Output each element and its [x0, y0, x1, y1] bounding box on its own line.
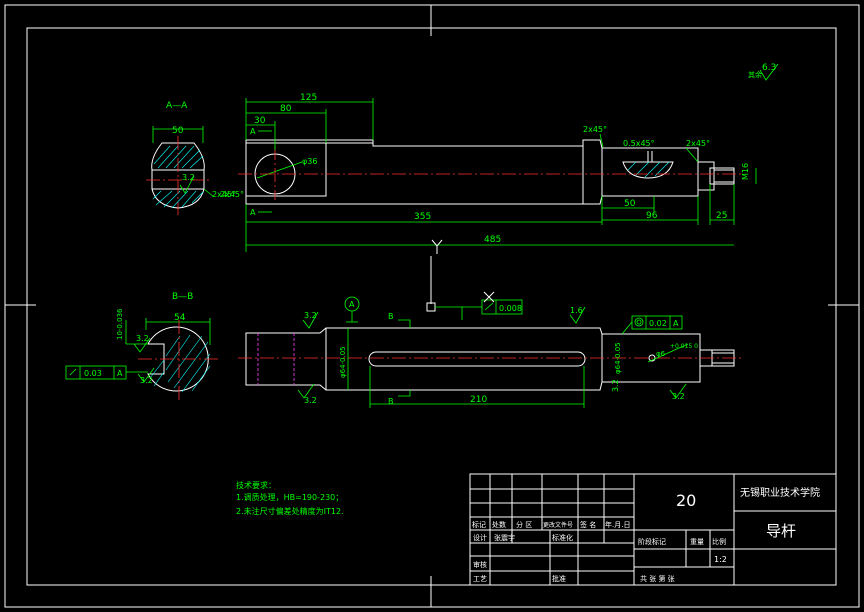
section-aa-roughness: 3.2	[182, 173, 195, 182]
svg-text:A: A	[349, 300, 355, 309]
svg-text:6.3: 6.3	[762, 63, 776, 73]
svg-text:25: 25	[716, 211, 727, 221]
svg-text:3.2: 3.2	[304, 396, 317, 405]
svg-text:B: B	[388, 397, 394, 406]
svg-text:1.6: 1.6	[570, 306, 583, 315]
sheet-frame	[4, 4, 860, 608]
svg-text:0.008: 0.008	[499, 304, 522, 313]
svg-text:0.02: 0.02	[649, 319, 667, 328]
front-view-slot	[368, 351, 586, 367]
svg-text:1:2: 1:2	[714, 555, 727, 564]
quantity: 20	[676, 491, 696, 510]
part-name: 导杆	[766, 522, 796, 540]
svg-text:重量: 重量	[690, 538, 704, 546]
svg-text:3.2: 3.2	[304, 311, 317, 320]
section-aa-width: 50	[172, 126, 184, 136]
svg-text:阶段标记: 阶段标记	[638, 537, 666, 546]
svg-text:年.月.日: 年.月.日	[605, 520, 630, 529]
svg-text:2x45°: 2x45°	[686, 139, 710, 148]
svg-text:φ64-0.05: φ64-0.05	[614, 342, 622, 374]
svg-text:签 名: 签 名	[580, 520, 596, 529]
svg-text:30: 30	[254, 116, 266, 126]
svg-text:M16: M16	[741, 163, 750, 180]
svg-text:0.5x45°: 0.5x45°	[623, 139, 655, 148]
svg-text:A: A	[117, 369, 123, 378]
front-view-outline	[245, 327, 713, 391]
general-roughness: 其余 6.3	[748, 63, 779, 81]
svg-text:10-0.036: 10-0.036	[116, 308, 124, 340]
svg-text:355: 355	[414, 212, 431, 222]
svg-text:B: B	[388, 312, 394, 321]
svg-text:210: 210	[470, 395, 487, 405]
svg-text:+0.015 0: +0.015 0	[670, 343, 698, 350]
svg-text:设计: 设计	[473, 533, 487, 542]
technical-notes: 技术要求： 1.调质处理，HB=190-230； 2.未注尺寸偏差处精度为IT1…	[236, 480, 344, 516]
svg-text:485: 485	[484, 235, 501, 245]
section-aa-chamfer: 2x45°	[212, 190, 236, 199]
svg-text:3.2: 3.2	[672, 392, 685, 401]
svg-text:φ64-0.05: φ64-0.05	[339, 346, 347, 378]
svg-text:工艺: 工艺	[473, 575, 487, 583]
section-aa-hatch	[152, 145, 204, 209]
svg-text:80: 80	[280, 104, 292, 114]
svg-text:54: 54	[174, 313, 186, 323]
section-aa-view: A—A 50 3.2 2x45°	[146, 101, 236, 215]
section-aa-label: A—A	[166, 101, 188, 111]
svg-text:φ6: φ6	[656, 350, 666, 358]
note-2: 2.未注尺寸偏差处精度为IT12.	[236, 506, 344, 516]
top-view: φ36 125 80 30 A A 2x45° 0.5x45° 2x45°	[220, 93, 757, 254]
svg-text:比例: 比例	[712, 537, 726, 546]
svg-text:96: 96	[646, 211, 658, 221]
section-bb-view: B—B 54 10-0.036 3.2 3.2 0.03 A	[65, 292, 218, 400]
section-bb-outline	[147, 326, 209, 392]
svg-text:更改文件号: 更改文件号	[543, 521, 573, 529]
svg-text:其余: 其余	[748, 70, 762, 79]
svg-text:共 张 第 张: 共 张 第 张	[640, 574, 675, 583]
svg-text:125: 125	[300, 93, 317, 103]
svg-text:2x45°: 2x45°	[583, 125, 607, 134]
svg-text:A: A	[250, 127, 256, 136]
front-view: A B B 0.008 3.2 1.6 3.2 3.2 3.2 φ64-0.05…	[238, 256, 742, 408]
note-1: 1.调质处理，HB=190-230；	[236, 492, 343, 502]
title-block: 标记 处数 分 区 更改文件号 签 名 年.月.日 设计 张震宇 标准化 审核 …	[469, 473, 837, 586]
svg-text:审核: 审核	[473, 560, 487, 569]
svg-text:处数: 处数	[492, 520, 506, 529]
svg-text:A: A	[673, 319, 679, 328]
svg-text:A: A	[250, 208, 256, 217]
svg-text:批准: 批准	[552, 574, 566, 583]
school-name: 无锡职业技术学院	[740, 486, 820, 499]
svg-text:3.2: 3.2	[140, 376, 153, 385]
svg-text:2x45°: 2x45°	[220, 190, 244, 199]
svg-text:分 区: 分 区	[516, 520, 532, 529]
svg-text:50: 50	[624, 199, 636, 209]
svg-text:3.2: 3.2	[136, 334, 149, 343]
notes-title: 技术要求：	[236, 480, 276, 490]
svg-text:标准化: 标准化	[552, 533, 573, 542]
svg-text:标记: 标记	[472, 520, 486, 529]
svg-text:B—B: B—B	[172, 292, 193, 302]
svg-text:3.2: 3.2	[611, 379, 620, 392]
svg-text:张震宇: 张震宇	[494, 533, 515, 542]
section-bb-tolerance-frame	[65, 365, 127, 380]
svg-text:φ36: φ36	[302, 157, 317, 166]
svg-text:0.03: 0.03	[84, 369, 102, 378]
top-view-outline	[245, 139, 715, 205]
